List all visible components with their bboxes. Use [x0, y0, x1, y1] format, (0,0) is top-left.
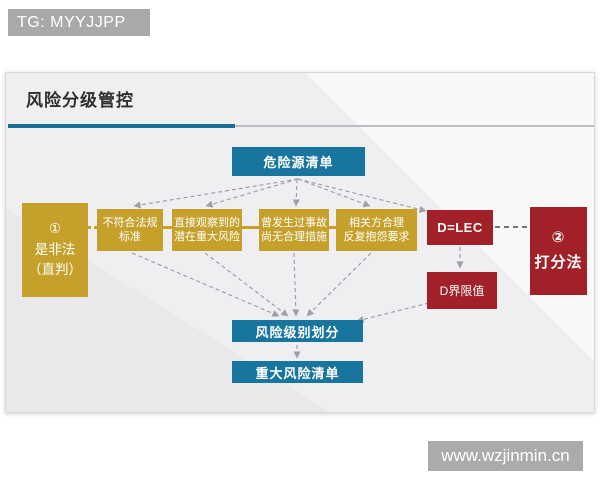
criteria-line1: 相关方合理 — [349, 216, 404, 229]
criteria-line2: 反复抱怨要求 — [343, 231, 410, 243]
criteria-line1: 曾发生过事故 — [261, 216, 327, 229]
risk-level-label: 风险级别划分 — [255, 324, 340, 340]
dlec-formula-box: D=LEC — [427, 210, 493, 245]
d-threshold-box: D界限值 — [427, 272, 497, 309]
slide-title: 风险分级管控 — [26, 91, 134, 110]
title-underline — [8, 123, 594, 128]
major-risk-list-label: 重大风险清单 — [255, 365, 340, 381]
criteria-box: 直接观察到的 潜在重大风险 — [172, 209, 242, 251]
risk-level-box: 风险级别划分 — [232, 320, 363, 342]
gold-connector — [242, 226, 259, 229]
method1-label-line2: （直判） — [28, 262, 82, 278]
dlec-label: D=LEC — [437, 220, 483, 235]
channel-tag-label: TG: MYYJJPP — [8, 9, 150, 36]
scoring-method-box: ② 打分法 — [530, 207, 587, 295]
criteria-line2: 尚无合理措施 — [261, 231, 327, 243]
hazard-list-label: 危险源清单 — [263, 155, 334, 170]
gold-connector — [329, 226, 336, 229]
title-underline-extension — [235, 124, 594, 127]
method1-label-line1: 是非法 — [34, 241, 76, 257]
hazard-list-box: 危险源清单 — [232, 147, 365, 176]
d-threshold-label: D界限值 — [439, 284, 485, 298]
method1-number: ① — [48, 220, 62, 236]
gold-connector-dashed — [88, 226, 97, 229]
method2-label: 打分法 — [534, 254, 583, 271]
criteria-line2: 标准 — [119, 231, 141, 243]
direct-judgement-method-box: ① 是非法 （直判） — [22, 203, 88, 297]
method2-number: ② — [551, 229, 566, 247]
gold-connector — [163, 226, 172, 229]
criteria-box: 曾发生过事故 尚无合理措施 — [259, 209, 329, 251]
criteria-line2: 潜在重大风险 — [174, 231, 240, 243]
watermark: www.wzjinmin.cn — [428, 441, 583, 471]
criteria-box: 不符合法规 标准 — [97, 209, 163, 251]
criteria-box: 相关方合理 反复抱怨要求 — [336, 209, 417, 251]
criteria-line1: 直接观察到的 — [174, 216, 240, 229]
criteria-line1: 不符合法规 — [102, 216, 158, 229]
title-underline-accent — [8, 123, 235, 128]
major-risk-list-box: 重大风险清单 — [232, 361, 363, 383]
